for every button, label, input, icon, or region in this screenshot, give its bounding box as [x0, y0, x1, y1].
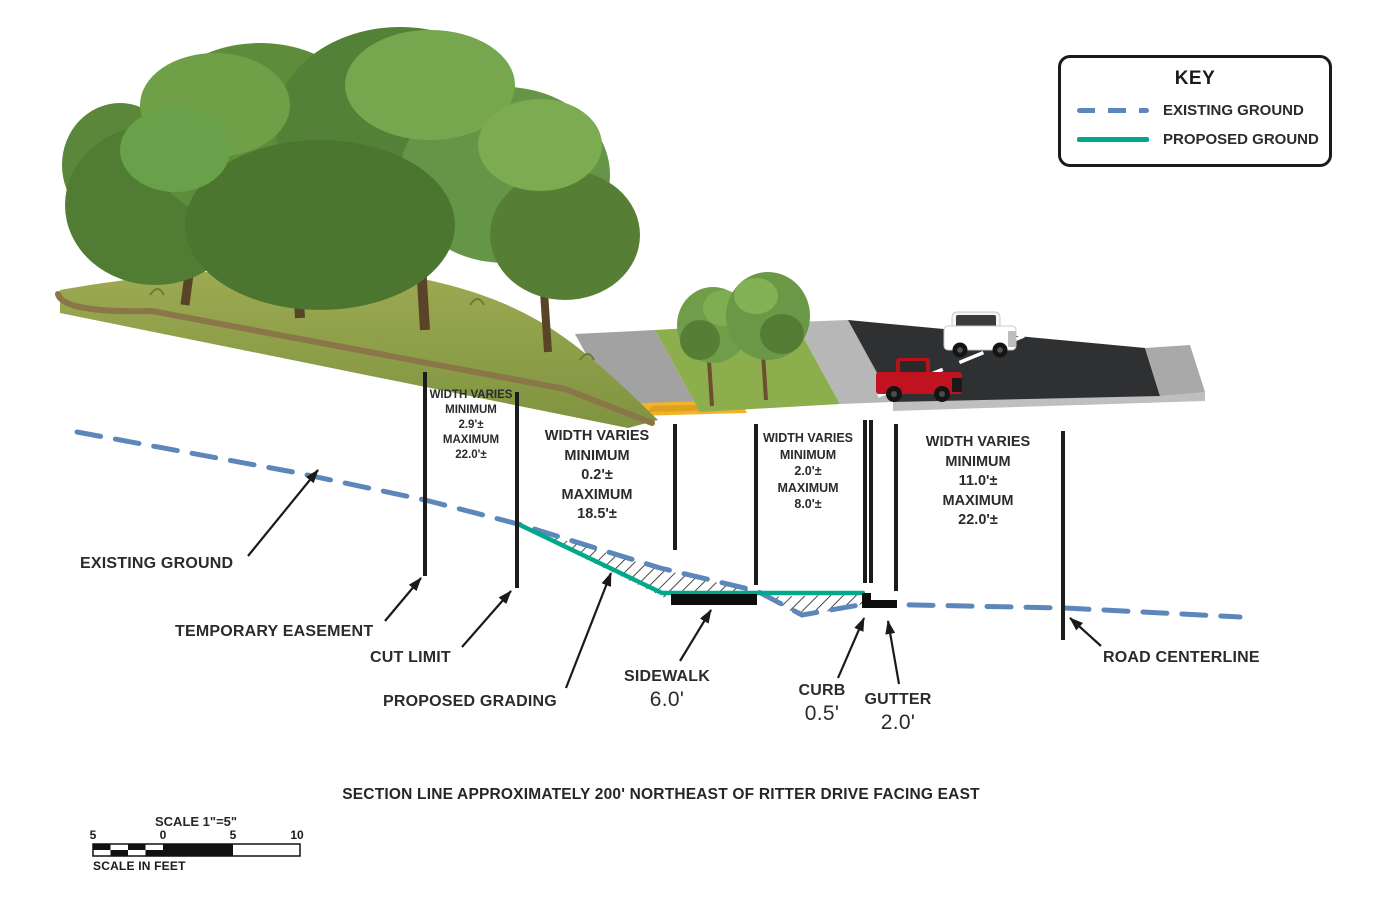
proposed-ground-line [515, 521, 866, 596]
scale-tick: 5 [229, 828, 237, 842]
proposed-grading-label: PROPOSED GRADING [383, 693, 557, 710]
cut-limit-label: CUT LIMIT [370, 649, 451, 666]
dim-line: 2.9'± [458, 419, 484, 431]
dimension-block-easement: WIDTH VARIES MINIMUM 2.9'± MAXIMUM 22.0'… [430, 388, 513, 463]
legend-title: KEY [1174, 68, 1216, 89]
dim-line: 8.0'± [794, 497, 822, 511]
sidewalk-arrow [679, 609, 712, 662]
proposed-grading-arrow [564, 572, 613, 689]
sidewalk-label: SIDEWALK [623, 668, 711, 685]
section-caption: SECTION LINE APPROXIMATELY 200' NORTHEAS… [342, 786, 980, 803]
dim-line: 11.0'± [958, 473, 998, 489]
dim-line: WIDTH VARIES [762, 431, 854, 445]
dim-line: MAXIMUM [942, 492, 1014, 509]
sidewalk-strip [575, 330, 700, 416]
white-suv [943, 311, 1017, 358]
dim-line: MINIMUM [564, 447, 630, 464]
proposed-ground-key-label: PROPOSED GROUND [1163, 131, 1319, 148]
dim-line: WIDTH VARIES [429, 389, 513, 401]
scale-tick: 0 [159, 828, 167, 842]
dimension-lines [423, 372, 1065, 640]
dim-line: 22.0'± [958, 512, 998, 528]
road-cut-face [893, 392, 1205, 411]
scale-units-label: SCALE IN FEET [93, 859, 186, 873]
dim-line: 0.2'± [581, 467, 613, 483]
section-drawing [74, 372, 1243, 689]
gutter-value: 2.0' [880, 711, 916, 734]
dim-line: MAXIMUM [561, 486, 633, 503]
road-centerline-arrow [1069, 617, 1102, 647]
curb-gutter-strip [795, 320, 893, 404]
existing-ground-arrow [247, 469, 319, 557]
curb-arrow [836, 617, 866, 679]
dim-line: MINIMUM [945, 453, 1011, 470]
dim-line: MINIMUM [779, 447, 837, 462]
cut-limit-arrow [461, 590, 512, 648]
dim-line: MAXIMUM [442, 434, 500, 446]
dim-line: 22.0'± [455, 449, 487, 461]
curb-label: CURB [798, 682, 846, 699]
dimension-block-lane: WIDTH VARIES MINIMUM 11.0'± MAXIMUM 22.0… [926, 433, 1030, 531]
scale-tick: 5 [89, 828, 97, 842]
existing-ground-key-label: EXISTING GROUND [1163, 102, 1304, 119]
curb-gutter-section [862, 593, 897, 608]
road-shoulder [1145, 345, 1205, 396]
scale-title: SCALE 1"=5" [155, 814, 238, 829]
road-centerline-label: ROAD CENTERLINE [1103, 649, 1260, 666]
gutter-label: GUTTER [864, 691, 932, 708]
dimension-block-cut: WIDTH VARIES MINIMUM 0.2'± MAXIMUM 18.5'… [545, 427, 649, 525]
soil-edge [55, 291, 655, 426]
dim-line: WIDTH VARIES [925, 434, 1031, 450]
temporary-easement-arrow [384, 577, 422, 622]
sidewalk-section-bar [671, 594, 757, 605]
red-pickup-truck [876, 358, 962, 402]
parkway-trees [677, 272, 810, 407]
scale-bar [92, 843, 301, 857]
roadway-illustration [55, 27, 1205, 428]
sidewalk-value: 6.0' [649, 688, 685, 711]
legend-row-proposed: PROPOSED GROUND [1077, 131, 1329, 148]
dim-line: MAXIMUM [777, 480, 839, 495]
dim-line: 2.0'± [794, 464, 822, 478]
existing-ground-line [74, 429, 1243, 620]
scale-tick: 10 [290, 828, 304, 842]
existing-ground-label: EXISTING GROUND [80, 555, 234, 572]
legend-box: KEY EXISTING GROUND PROPOSED GROUND [1058, 55, 1332, 167]
tree-cluster [62, 27, 640, 353]
lane-marking [877, 324, 1049, 398]
dim-line: WIDTH VARIES [544, 428, 650, 444]
curb-value: 0.5' [804, 702, 840, 725]
dim-line: MINIMUM [445, 404, 497, 416]
leader-arrows [247, 469, 1102, 689]
dim-line: 18.5'± [577, 506, 617, 522]
gutter-arrow [885, 620, 901, 685]
temporary-easement-label: TEMPORARY EASEMENT [175, 623, 374, 640]
legend-row-existing: EXISTING GROUND [1077, 102, 1329, 119]
proposed-ground-swatch [1077, 137, 1149, 142]
existing-ground-swatch [1077, 108, 1149, 113]
dimension-block-parkway: WIDTH VARIES MINIMUM 2.0'± MAXIMUM 8.0'± [763, 430, 853, 513]
